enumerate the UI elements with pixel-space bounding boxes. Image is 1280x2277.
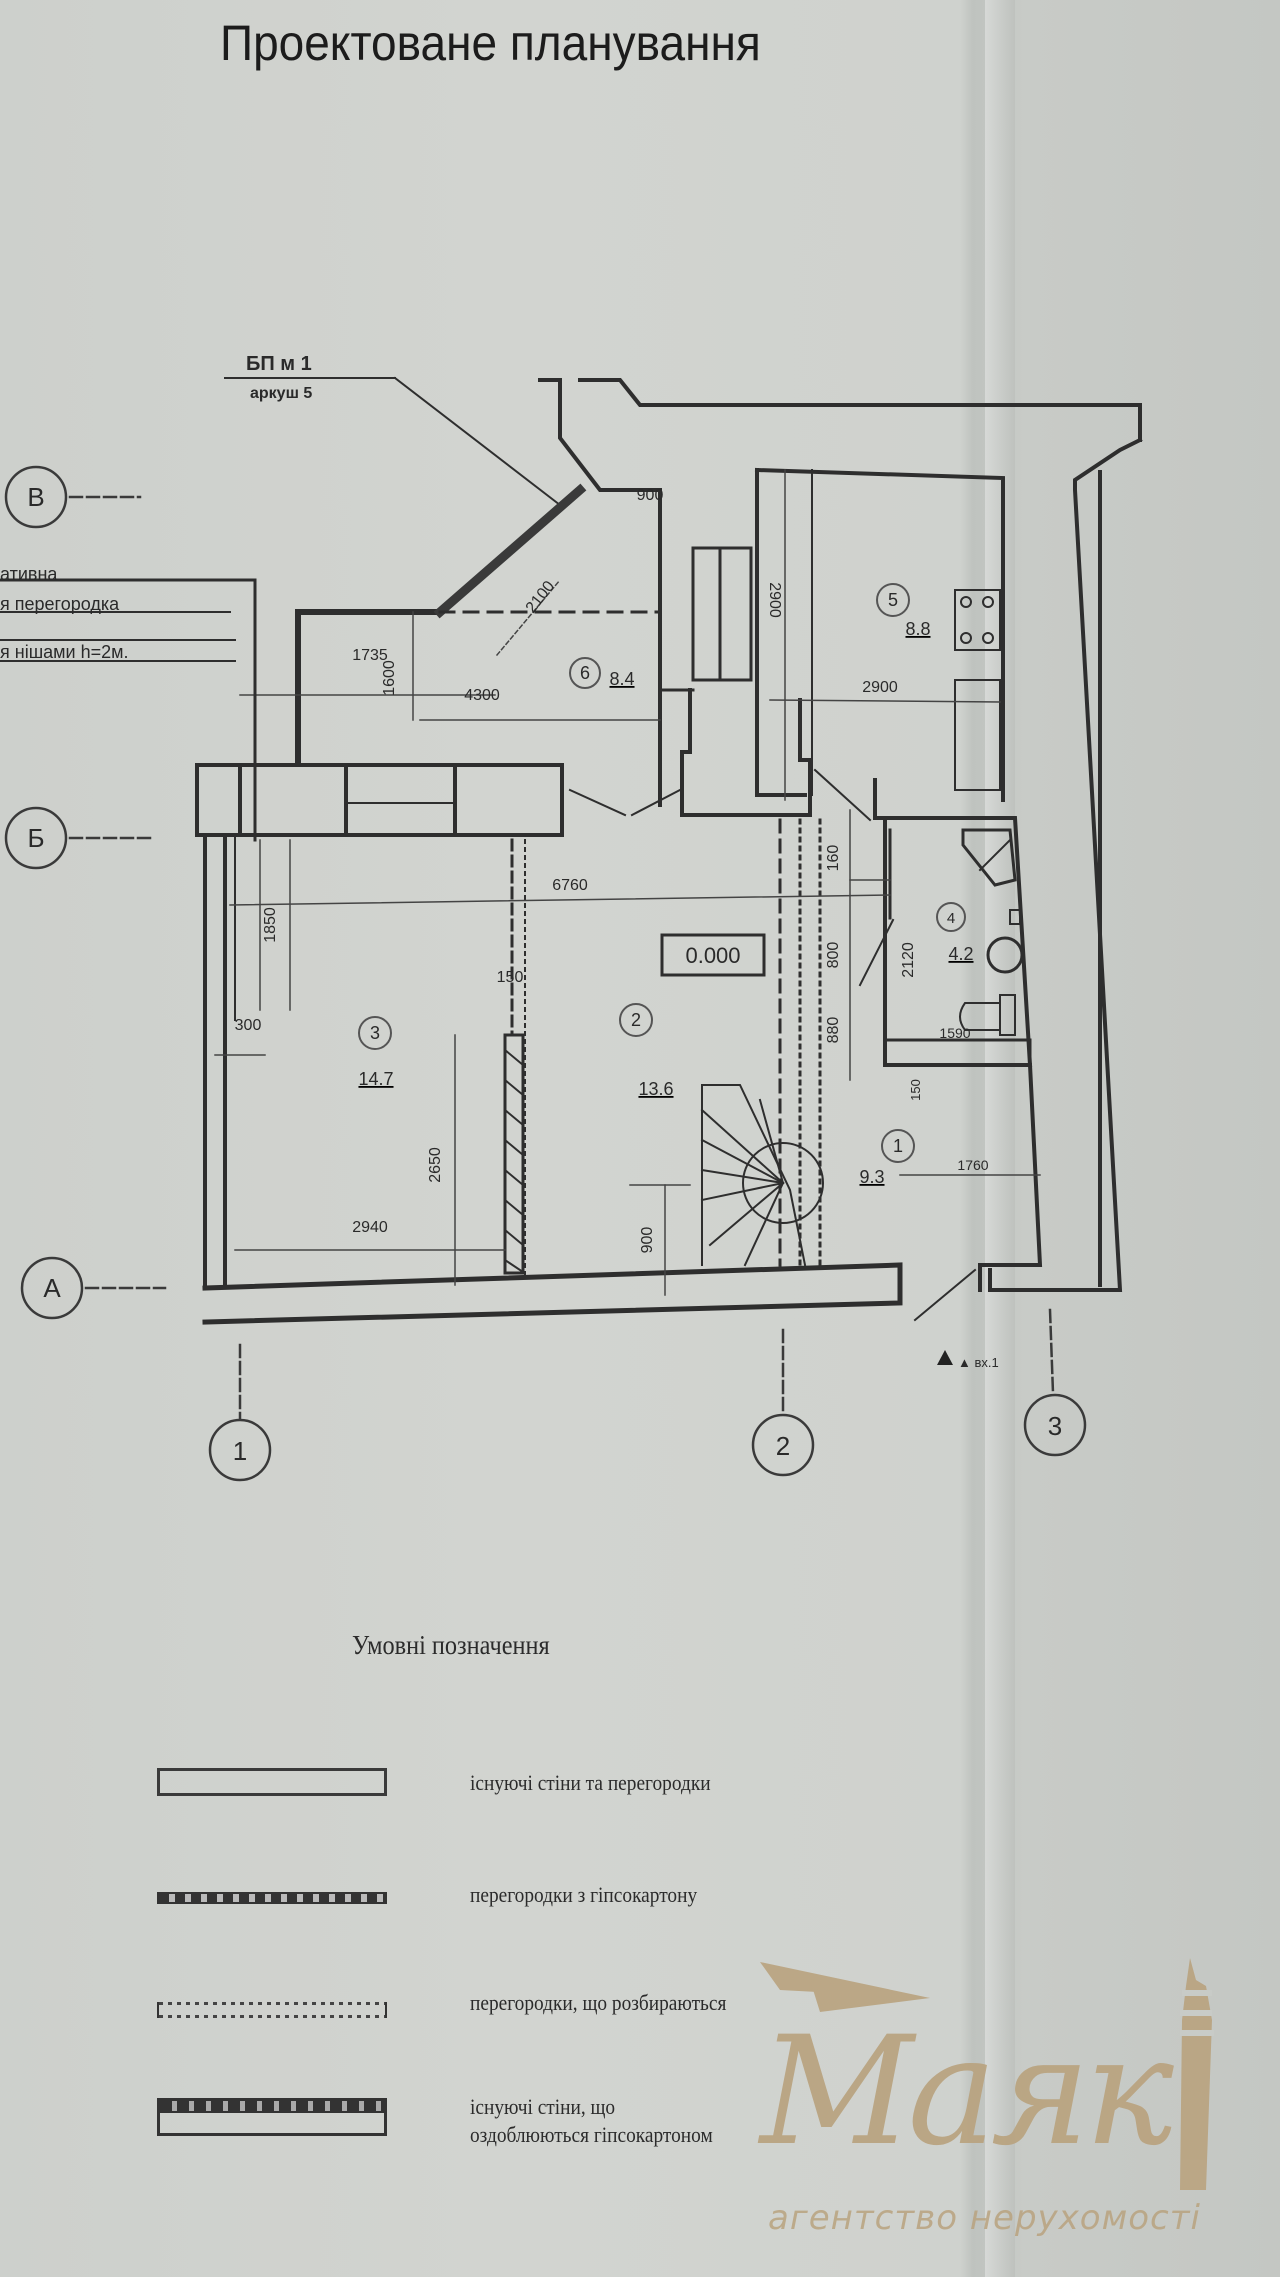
watermark-brand: Маяк [760,2005,1174,2179]
room-5-number: 5 [888,590,898,610]
dim-1760: 1760 [957,1157,988,1173]
lighthouse-icon [760,1958,1214,2190]
section-mark [224,376,562,507]
room-1-area: 9.3 [859,1167,884,1187]
paper-fold [985,0,1015,2277]
legend-title: Умовні позначення [352,1630,550,1660]
dim-4300: 4300 [464,687,500,704]
existing-wall-symbol [157,1768,387,1796]
level-mark-box [660,933,766,977]
demolished-partition-symbol [157,2002,387,2018]
room-2-number: 2 [631,1010,641,1030]
room-5-walls [754,467,1005,802]
note-box [0,578,257,842]
hall-1-walls [913,1062,1043,1322]
dim-2120: 2120 [900,942,917,978]
room-1-number: 1 [893,1136,903,1156]
room-4-area: 4.2 [948,944,973,964]
room-2-area: 13.6 [638,1079,673,1099]
room-5-area: 8.8 [905,619,930,639]
dimension-lines [214,469,1041,1296]
drywall-partition-symbol [157,1892,387,1904]
left-walls [203,836,236,1290]
room-6-number: 6 [580,663,590,683]
legend-label: існуючі стіни та перегородки [470,1770,711,1795]
dim-880: 880 [825,1017,842,1044]
room-4-number: 4 [947,910,955,927]
section-mark-top: БП м 1 [246,353,312,375]
dim-160: 160 [825,845,842,872]
legend-item-existing-wall: існуючі стіни та перегородки [0,1768,1280,1828]
dim-2100: 2100 [523,578,558,617]
legend-item-drywall: перегородки з гіпсокартону [0,1882,1280,1952]
south-wall [202,1262,903,1325]
demolished-partitions [778,818,822,1267]
dim-150: 150 [497,969,524,986]
dim-6760: 6760 [552,877,588,894]
note-line-1: ативна [0,564,58,584]
dim-900-stair: 900 [639,1227,656,1254]
axis-label-v: В [27,482,44,512]
dim-1735: 1735 [352,647,388,664]
axis-label-2: 2 [776,1431,790,1461]
dim-2940: 2940 [352,1219,388,1236]
spiral-stair [700,1084,824,1267]
dim-900-top: 900 [637,487,664,504]
dim-150-bath: 150 [908,1079,923,1101]
level-mark: 0.000 [685,943,740,968]
room-3-number: 3 [370,1023,380,1043]
clad-wall-symbol [157,2098,387,2136]
legend-label: перегородки з гіпсокартону [470,1882,698,1907]
dim-2900-vertical: 2900 [766,582,783,618]
dim-1600: 1600 [381,660,398,696]
dim-1850: 1850 [262,907,279,943]
dim-800: 800 [825,942,842,969]
dim-2650: 2650 [427,1147,444,1183]
axis-label-a: А [43,1273,61,1303]
axis-label-b: Б [27,823,44,853]
outer-walls [538,378,1143,1292]
room-circles [358,583,966,1163]
section-mark-bottom: аркуш 5 [250,385,312,402]
axis-label-3: 3 [1048,1411,1062,1441]
note-line-3: я нішами h=2м. [0,642,128,662]
watermark-tagline: агентство нерухомості [768,2198,1201,2238]
dim-300: 300 [235,1017,262,1034]
drywall-partition-3-2 [503,838,526,1281]
wardrobe-niches [195,763,564,837]
axis-label-1: 1 [233,1436,247,1466]
watermark-logo: Маяк агентство нерухомості [600,1950,1250,2250]
page-title: Проектоване планування [220,15,761,71]
room-6-walls [295,483,662,807]
note-line-2: я перегородка [0,594,120,614]
door-swings [568,768,872,822]
axis-bubbles [4,465,1087,1482]
room-6-area: 8.4 [609,669,634,689]
dim-1590: 1590 [939,1025,970,1041]
legend-item-clad-wall: існуючі стіни, що оздоблюються гіпсокарт… [0,2094,1280,2158]
shaft [658,546,753,692]
dim-2900-horizontal: 2900 [862,679,898,696]
legend-label: перегородки, що розбираються [470,1990,727,2015]
room-3-area: 14.7 [358,1069,393,1089]
legend-label-2: оздоблюються гіпсокартоном [470,2122,713,2147]
entrance-mark: ▲ вх.1 [958,1355,999,1370]
legend-item-demolished: перегородки, що розбираються [0,1990,1280,2062]
floor-plan: БП м 1 аркуш 5 ативна я перегородка я ні… [0,353,1143,1482]
entrance-triangle [937,1350,953,1365]
legend-label: існуючі стіни, що [470,2094,616,2119]
